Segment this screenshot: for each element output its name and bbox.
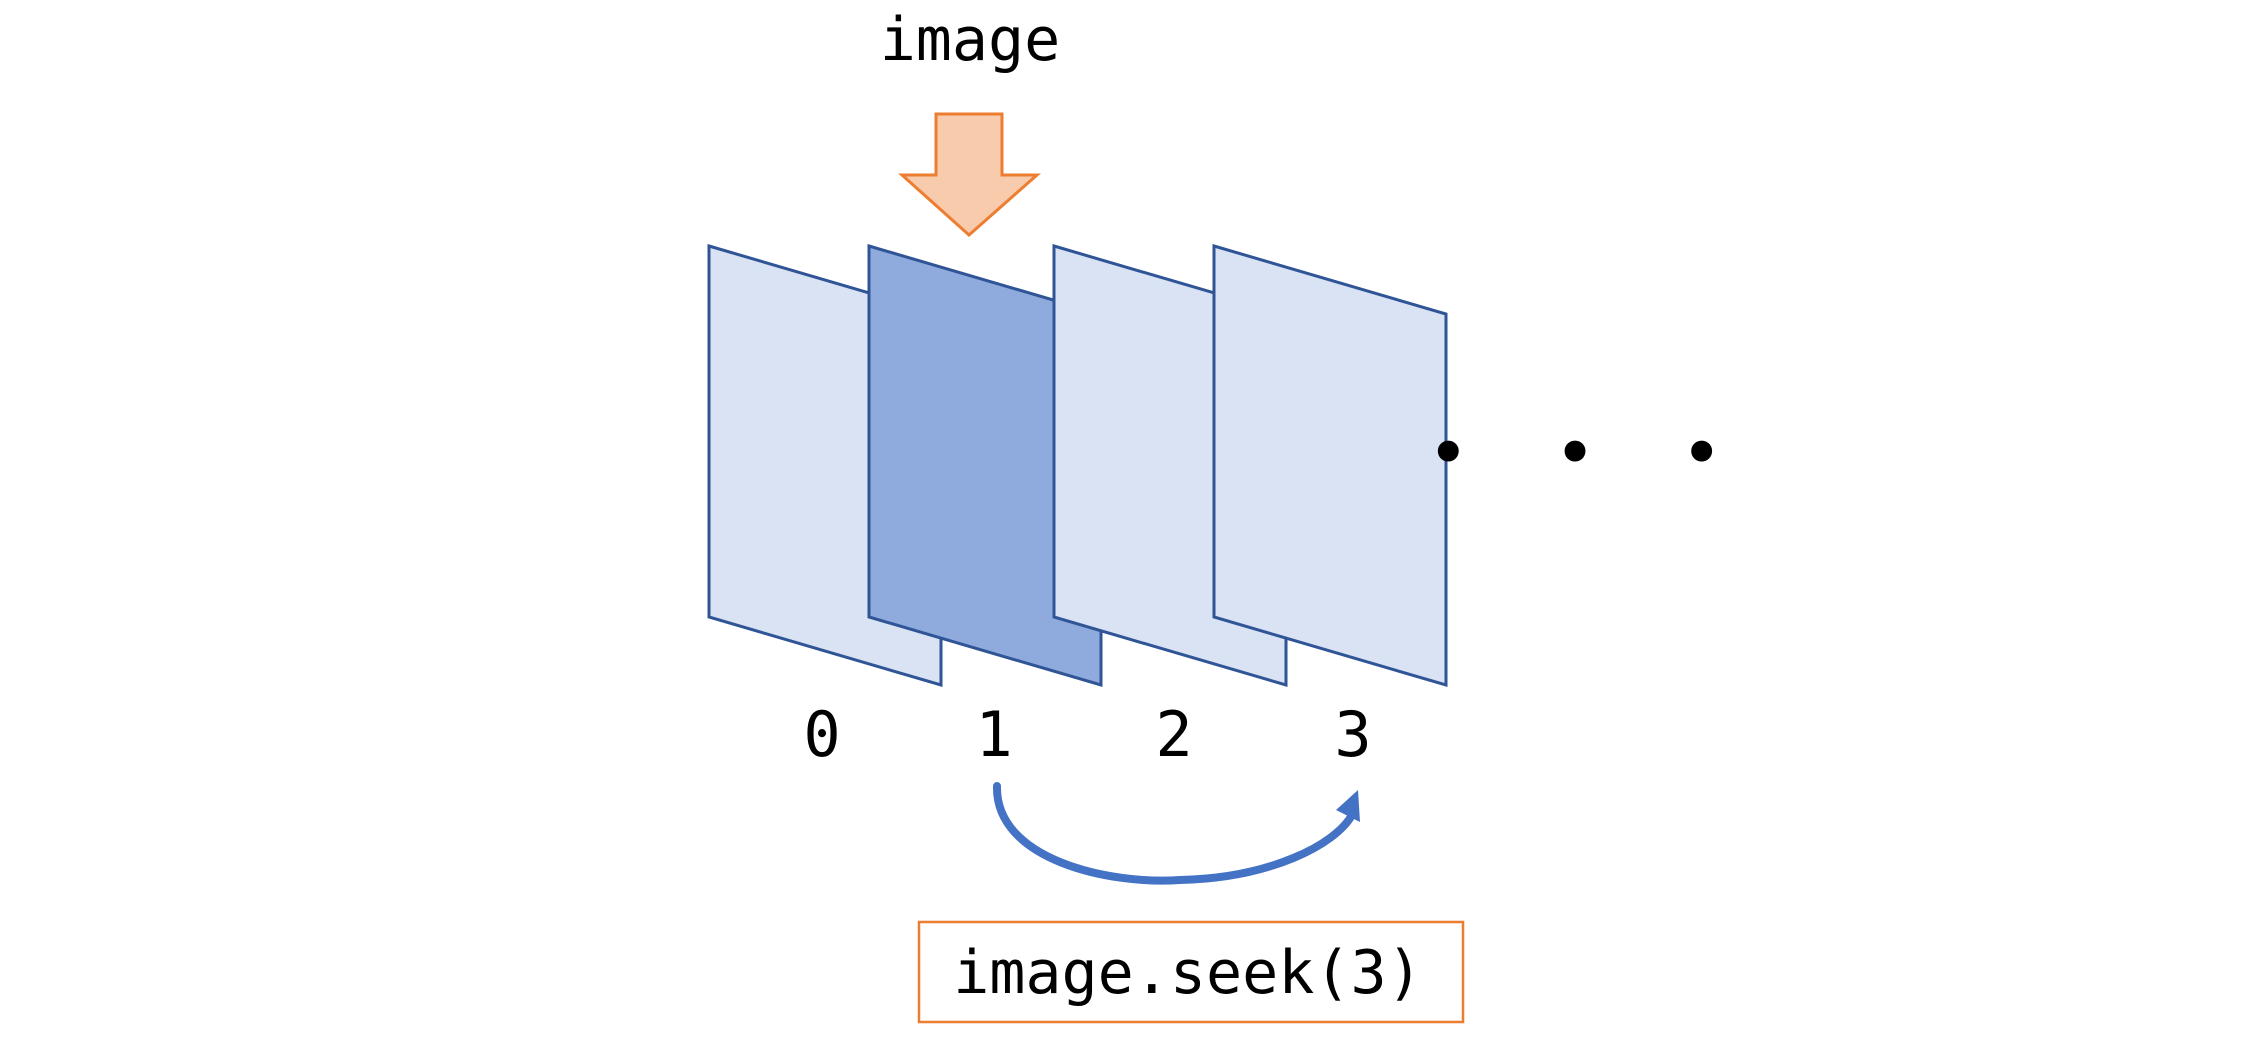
frame-3 bbox=[1212, 243, 1448, 688]
frame-index-2: 2 bbox=[1155, 698, 1192, 771]
top-label: image bbox=[880, 5, 1061, 75]
down-arrow-icon bbox=[898, 112, 1041, 238]
frame-1 bbox=[867, 243, 1103, 688]
curved-arrow-icon bbox=[992, 782, 1360, 885]
seek-arrow-curve bbox=[992, 782, 1356, 885]
frame-1-panel bbox=[867, 243, 1103, 688]
seek-arrow-head bbox=[1336, 790, 1360, 822]
frame-index-1: 1 bbox=[975, 698, 1012, 771]
frame-3-panel bbox=[1212, 243, 1448, 688]
code-label-box bbox=[917, 920, 1465, 1024]
frames bbox=[707, 243, 1448, 688]
ellipsis: • • • bbox=[1427, 411, 1744, 495]
frame-index-3: 3 bbox=[1334, 698, 1371, 771]
frame-index-0: 0 bbox=[803, 698, 840, 771]
code-label: image.seek(3) bbox=[953, 938, 1423, 1008]
